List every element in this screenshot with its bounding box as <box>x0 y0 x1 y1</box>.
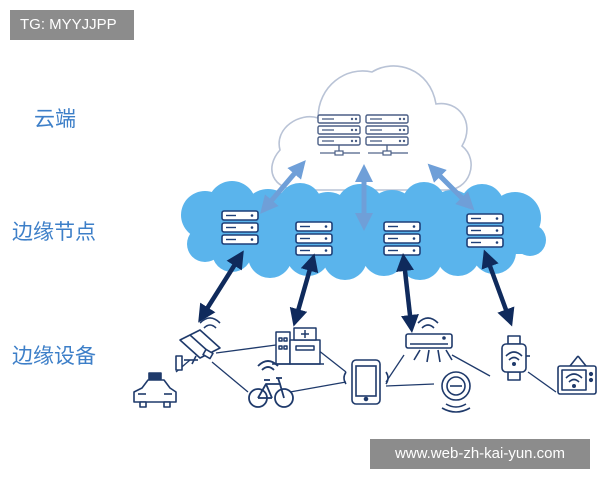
camera-icon <box>175 317 221 371</box>
car-icon <box>133 372 177 408</box>
hospital-icon <box>272 327 324 365</box>
edge-node-server-4 <box>466 213 504 248</box>
layer-label-edge-node: 边缘节点 <box>12 220 96 244</box>
edge-node-server-2 <box>295 221 333 256</box>
bicycle-icon <box>248 360 294 408</box>
watermark-tag: TG: MYYJJPP <box>10 10 134 40</box>
robot-vacuum-icon <box>441 371 471 413</box>
watermark-site: www.web-zh-kai-yun.com <box>370 439 590 469</box>
cloud-link-arrows <box>260 160 475 231</box>
layer-label-cloud: 云端 <box>34 107 76 131</box>
smartwatch-icon <box>501 335 530 381</box>
edge-node-server-3 <box>383 221 421 256</box>
edge-node-server-1 <box>221 210 259 245</box>
device-link-arrows <box>198 249 515 333</box>
layer-label-edge-device: 边缘设备 <box>12 344 96 368</box>
tv-icon <box>557 355 597 395</box>
phone-icon <box>343 359 389 405</box>
air-conditioner-icon <box>405 317 453 363</box>
